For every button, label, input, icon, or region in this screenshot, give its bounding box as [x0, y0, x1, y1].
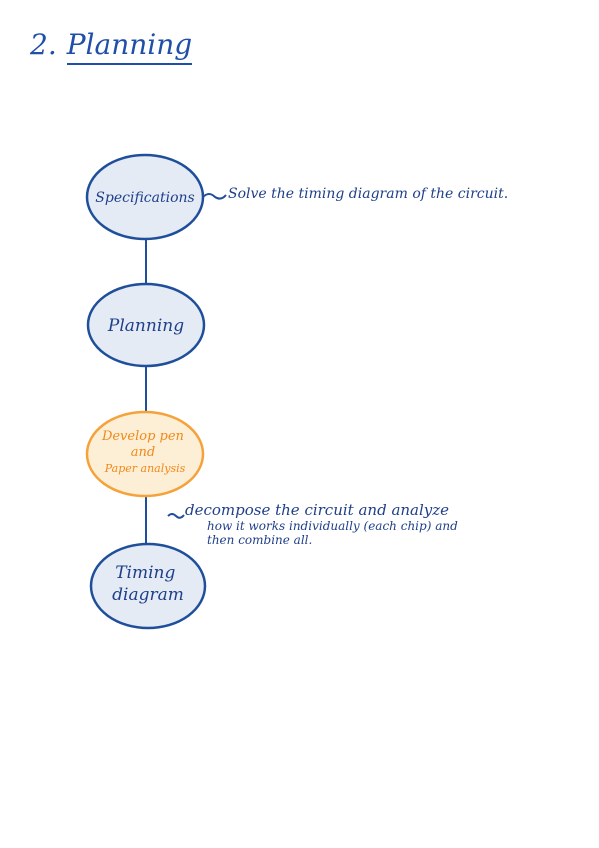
node-label-specifications: Specifications — [95, 190, 194, 206]
develop-note-line-3: then combine all. — [207, 533, 313, 547]
node-timing-diagram — [89, 542, 207, 630]
title-number: 2. — [30, 28, 57, 61]
node-label-develop: Develop pen and Paper analysis — [101, 429, 188, 475]
develop-note-line-1: decompose the circuit and analyze — [185, 501, 450, 519]
spec-arrow — [202, 193, 227, 200]
node-specifications — [85, 153, 205, 241]
node-label-planning: Planning — [107, 316, 184, 336]
page-title: 2. Planning — [30, 28, 193, 65]
title-text: Planning — [66, 28, 193, 65]
node-develop-pen-and-paper — [85, 410, 205, 498]
develop-note-line-2: how it works individually (each chip) an… — [207, 519, 458, 533]
develop-arrow — [167, 513, 185, 519]
node-planning — [86, 282, 206, 368]
develop-note: decompose the circuit and analyze how it… — [185, 501, 458, 548]
specifications-note: Solve the timing diagram of the circuit. — [228, 186, 509, 202]
node-label-timing: Timing diagram — [112, 563, 184, 605]
